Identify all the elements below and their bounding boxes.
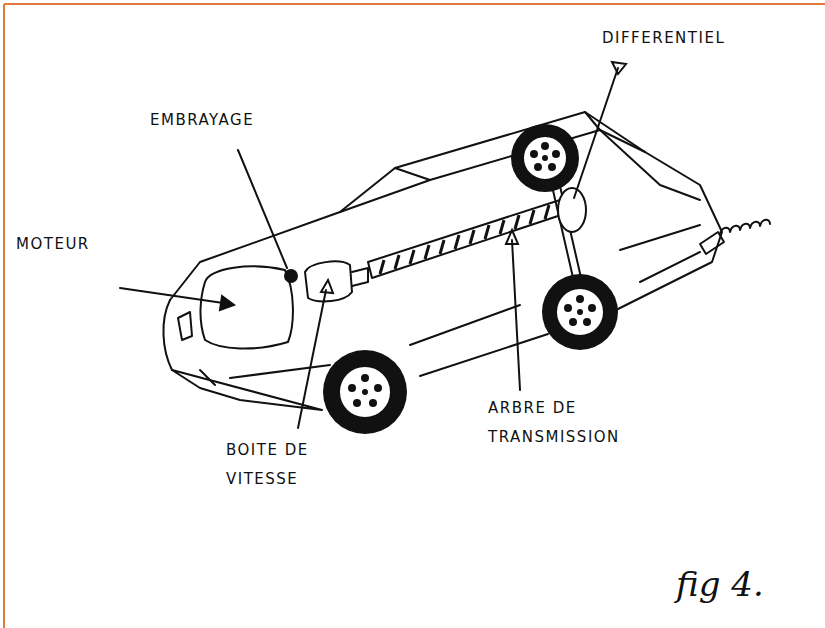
car-body	[163, 112, 722, 410]
wheels	[323, 124, 618, 434]
frame	[4, 4, 825, 628]
part-label: BOITE DE VITESSE	[226, 436, 341, 493]
figure-caption: fig 4.	[676, 564, 764, 604]
part-label: DIFFERENTIEL	[602, 24, 802, 53]
driveshaft-hatching	[380, 205, 549, 274]
part-label: ARBRE DE TRANSMISSION	[488, 394, 653, 451]
leader-lines	[120, 62, 626, 428]
part-label: MOTEUR	[16, 230, 136, 259]
part-label: EMBRAYAGE	[150, 106, 310, 135]
